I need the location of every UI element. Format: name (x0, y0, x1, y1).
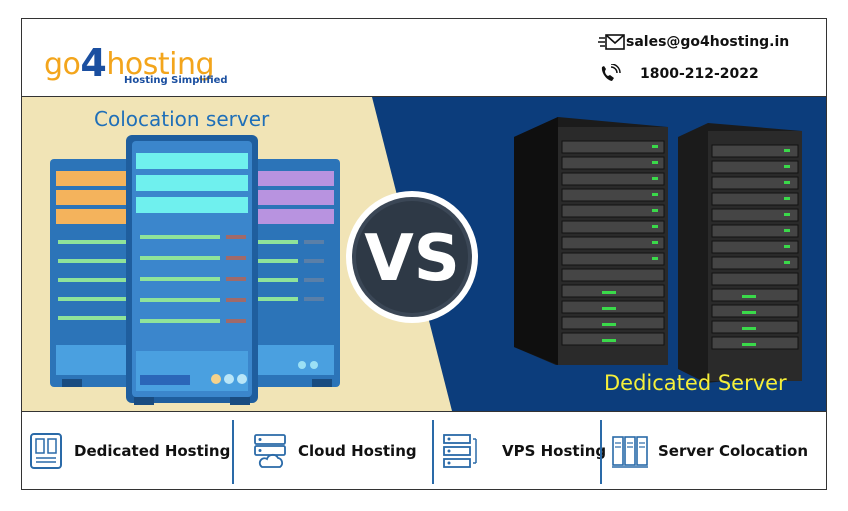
colocation-server-illustration (50, 135, 340, 405)
service-dedicated-hosting[interactable]: Dedicated Hosting (28, 412, 230, 490)
service-label: VPS Hosting (502, 442, 607, 460)
logo-wordmark: go4hosting (44, 39, 215, 85)
service-cloud-hosting[interactable]: Cloud Hosting (252, 412, 417, 490)
divider (432, 420, 434, 484)
dedicated-server-illustration (514, 117, 802, 383)
comparison-banner: VS (22, 97, 826, 411)
logo-hosting: hosting (106, 47, 215, 82)
dedicated-server-label: Dedicated Server (604, 371, 787, 395)
service-label: Cloud Hosting (298, 442, 417, 460)
phone-text: 1800-212-2022 (640, 66, 759, 82)
header: go4hosting Hosting Simplified sales@go4h… (22, 19, 826, 97)
go4hosting-logo[interactable]: go4hosting Hosting Simplified (44, 33, 228, 88)
email-envelope-icon (598, 32, 626, 52)
logo-4: 4 (80, 41, 107, 85)
phone-icon (598, 63, 626, 84)
divider (232, 420, 234, 484)
services-footer: Dedicated Hosting Cloud Hosting (22, 411, 826, 491)
service-label: Dedicated Hosting (74, 442, 231, 460)
vs-text: VS (364, 222, 460, 296)
vs-badge: VS (346, 191, 478, 323)
logo-tagline: Hosting Simplified (124, 75, 228, 86)
vps-server-icon (442, 431, 478, 471)
server-racks-icon (612, 431, 648, 471)
colocation-server-label: Colocation server (94, 107, 270, 131)
cloud-server-icon (252, 431, 288, 471)
email-row[interactable]: sales@go4hosting.in (598, 31, 789, 53)
service-label: Server Colocation (658, 442, 809, 460)
contact-info: sales@go4hosting.in 1800-212-2022 (598, 31, 808, 91)
banner-illustration: VS (22, 97, 826, 411)
logo-go: go (44, 47, 81, 82)
divider (600, 420, 602, 484)
service-vps-hosting[interactable]: VPS Hosting (442, 412, 606, 490)
dedicated-server-icon (28, 431, 64, 471)
phone-row[interactable]: 1800-212-2022 (598, 63, 759, 85)
infographic-frame: go4hosting Hosting Simplified sales@go4h… (21, 18, 827, 490)
service-server-colocation[interactable]: Server Colocation (612, 412, 808, 490)
email-text: sales@go4hosting.in (626, 34, 790, 50)
